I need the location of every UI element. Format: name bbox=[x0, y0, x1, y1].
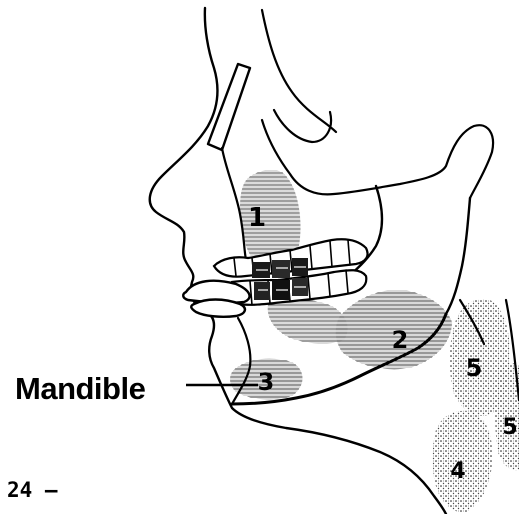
shaded-regions bbox=[230, 170, 519, 512]
cranium-line bbox=[262, 10, 336, 132]
region-3-label: 3 bbox=[258, 368, 275, 396]
ramus-back-line bbox=[446, 198, 470, 314]
region-5b-label: 5 bbox=[502, 415, 517, 440]
zygoma-line bbox=[262, 120, 493, 198]
region-2-label: 2 bbox=[392, 326, 409, 354]
region-1-label: 1 bbox=[248, 203, 266, 233]
orbit-line bbox=[274, 110, 331, 142]
cheek-shading bbox=[268, 299, 348, 344]
lower-lip bbox=[191, 300, 245, 317]
ramus-line bbox=[340, 186, 382, 282]
mandible-label: Mandible bbox=[15, 371, 145, 407]
region-4-label: 4 bbox=[450, 459, 465, 484]
region-5a-label: 5 bbox=[466, 354, 483, 382]
page-number: 24 – bbox=[7, 478, 58, 502]
lips bbox=[183, 281, 249, 317]
